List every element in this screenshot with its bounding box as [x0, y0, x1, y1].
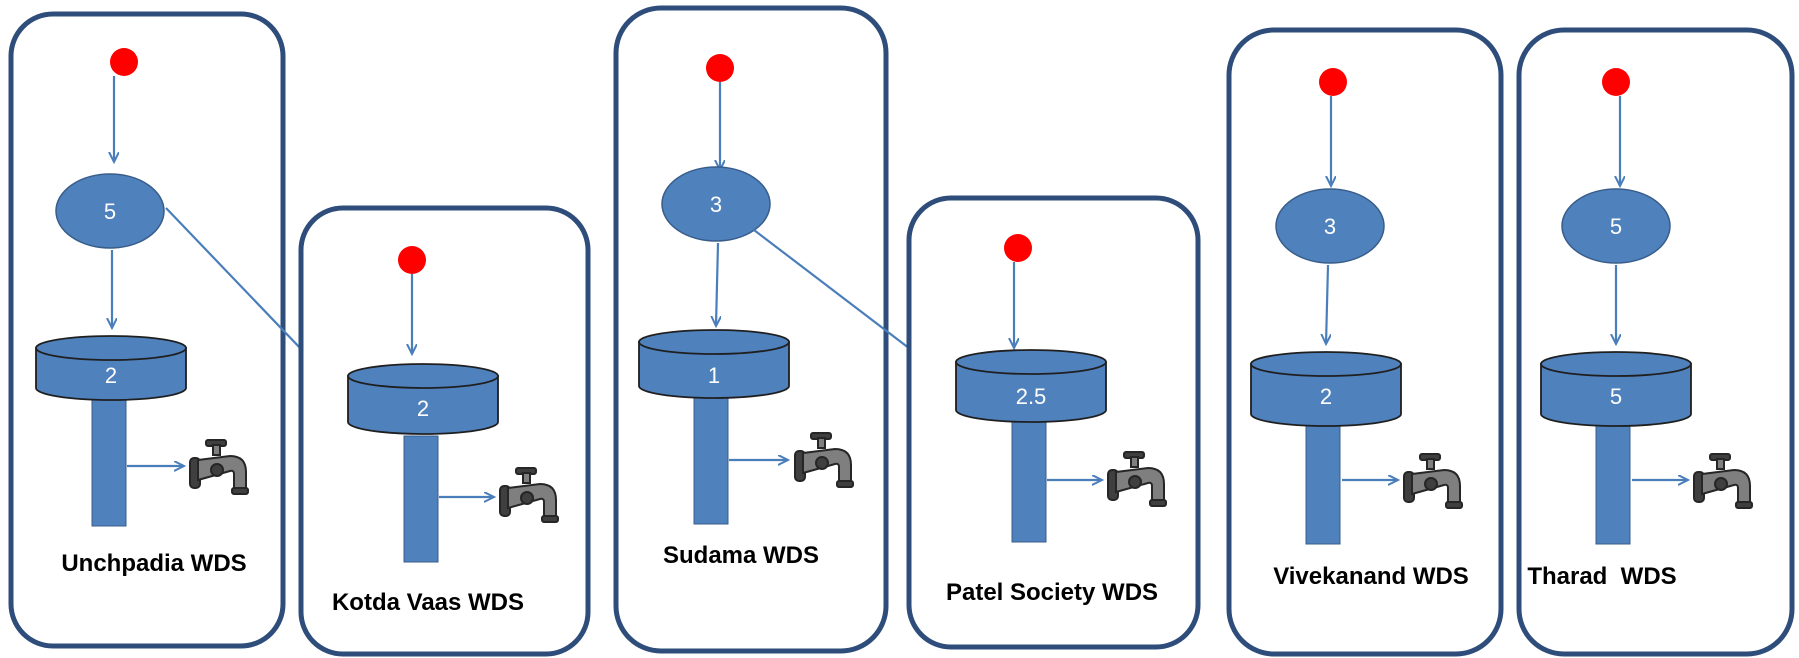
water-tank: 2 — [1250, 351, 1402, 545]
system-label: Patel Society WDS — [946, 579, 1158, 606]
system-label: Vivekanand WDS — [1273, 563, 1469, 590]
source-node — [661, 166, 771, 242]
system-label: Kotda Vaas WDS — [332, 589, 524, 616]
source-node-value: 3 — [1324, 214, 1336, 239]
tank-value: 1 — [708, 363, 720, 388]
tank-value: 2 — [417, 396, 429, 421]
system-kotda-vaas: 2 Kotda Vaas WDS — [298, 205, 591, 657]
water-tank: 5 — [1540, 351, 1692, 545]
tank-value: 2 — [105, 363, 117, 388]
system-box — [1226, 27, 1504, 657]
system-tharad: 5 5 Tharad WDS — [1516, 27, 1795, 657]
system-label: Tharad WDS — [1527, 563, 1676, 590]
source-dot-icon — [1602, 68, 1630, 96]
system-box — [1516, 27, 1795, 657]
system-unchpadia: 5 2 Unchpadia WDS — [8, 11, 347, 649]
tank-value: 2 — [1320, 384, 1332, 409]
source-node-value: 5 — [104, 199, 116, 224]
source-dot-icon — [1004, 234, 1032, 262]
system-box — [906, 195, 1201, 650]
water-tank: 1 — [638, 329, 790, 525]
system-label: Sudama WDS — [663, 542, 819, 569]
system-vivekanand: 3 2 Vivekanand WDS — [1226, 27, 1504, 657]
tank-value: 2.5 — [1016, 384, 1047, 409]
source-dot-icon — [706, 54, 734, 82]
source-node-value: 5 — [1610, 214, 1622, 239]
source-dot-icon — [1319, 68, 1347, 96]
water-tank: 2 — [35, 335, 187, 527]
source-node — [1275, 188, 1385, 264]
water-tank: 2 — [347, 363, 499, 563]
tank-value: 5 — [1610, 384, 1622, 409]
source-node — [1561, 188, 1671, 264]
flow-arrow — [716, 242, 718, 326]
source-dot-icon — [110, 48, 138, 76]
system-patel-society: 2.5 Patel Society WDS — [906, 195, 1201, 650]
source-node — [55, 173, 165, 249]
source-node-value: 3 — [710, 192, 722, 217]
water-tank: 2.5 — [955, 349, 1107, 543]
source-dot-icon — [398, 246, 426, 274]
system-label: Unchpadia WDS — [61, 550, 246, 577]
flow-arrow — [1326, 264, 1328, 344]
